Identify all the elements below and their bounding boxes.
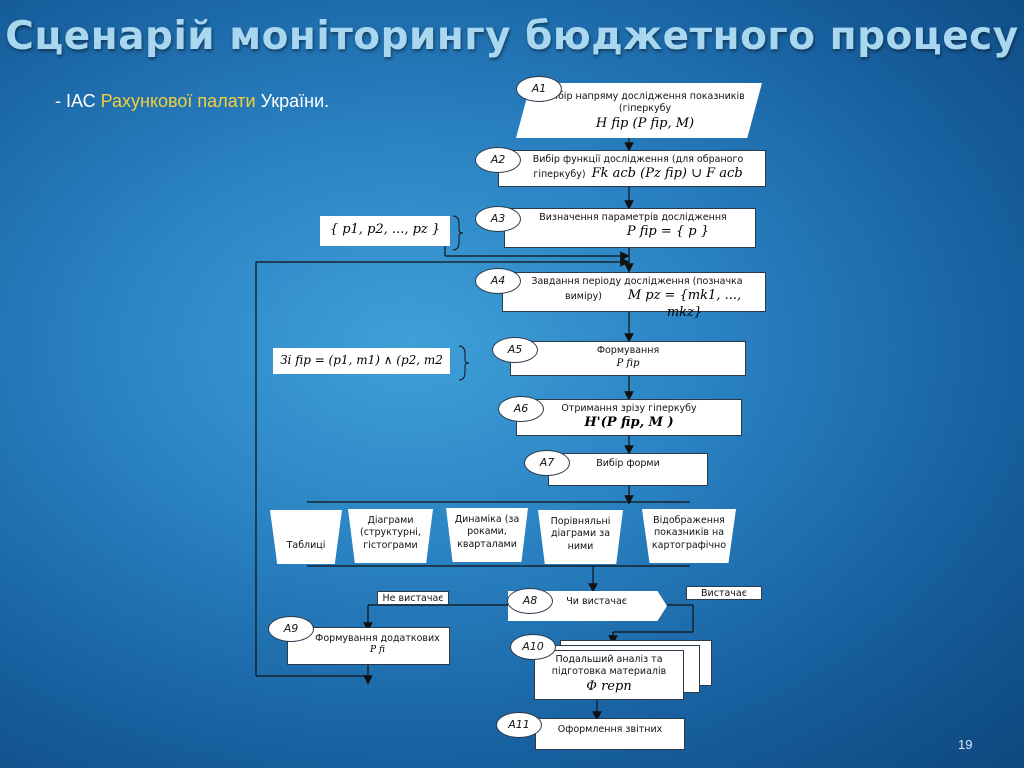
block-a2-formula: Fk acb (Pz fip) ∪ F acb	[591, 166, 743, 182]
badge-a8: А8	[507, 588, 553, 614]
block-a1-text: Вибір напряму дослідження показників (гі…	[545, 91, 745, 115]
block-a11-text: Оформлення звітних	[557, 724, 663, 735]
slide-subtitle: - ІАС Рахункової палати України.	[55, 91, 329, 112]
form-comparative-label: Порівняльні діаграми за ними	[550, 516, 611, 552]
label-enough: Вистачає	[686, 586, 762, 600]
block-a7-text: Вибір форми	[596, 458, 660, 469]
side-formula-condition-text: Зi fip = (p1, m1) ∧ (p2, m2	[280, 353, 443, 367]
block-a11: Оформлення звітних	[535, 718, 685, 750]
label-not-enough: Не вистачає	[377, 591, 449, 605]
form-mapping-label: Відображення показників на картографічно	[651, 515, 727, 551]
block-a3-text: Визначення параметрів дослідження	[539, 212, 727, 223]
form-diagrams-label: Діаграми (структурні, гістограми	[360, 515, 421, 551]
form-tables-label: Таблиці	[286, 540, 326, 551]
block-a9-formula: P fi	[370, 645, 385, 656]
subtitle-suffix: України.	[255, 91, 330, 111]
badge-a3: А3	[475, 206, 521, 232]
badge-a4: А4	[475, 268, 521, 294]
page-number: 19	[958, 737, 973, 752]
badge-a2: А2	[475, 147, 521, 173]
subtitle-highlight: Рахункової палати	[100, 91, 256, 111]
badge-a5: А5	[492, 337, 538, 363]
badge-a11: А11	[496, 712, 542, 738]
block-a7: Вибір форми	[548, 453, 708, 486]
block-a6-formula: H'(P fip, M )	[584, 415, 674, 431]
badge-a10: А10	[510, 634, 556, 660]
block-a4: Завдання періоду дослідження (позначка в…	[502, 272, 766, 320]
block-a8-text: Чи вистачає	[566, 596, 627, 607]
form-comparative: Порівняльні діаграми за ними	[538, 510, 623, 564]
side-formula-params-text: { p1, p2, ..., pz }	[329, 222, 441, 237]
side-formula-condition: Зi fip = (p1, m1) ∧ (p2, m2	[273, 348, 450, 374]
badge-a1: А1	[516, 76, 562, 102]
form-dynamics: Динаміка (за роками, кварталами	[446, 508, 528, 562]
block-a1-formula: H fip (P fip, M)	[595, 115, 695, 131]
block-a3: Визначення параметрів дослідження P fip …	[504, 208, 756, 248]
block-a4-text2: виміру)	[565, 291, 602, 303]
block-a10: Подальший аналіз та підготовка материалі…	[534, 650, 684, 700]
slide-title: Сценарій моніторингу бюджетного процесу	[5, 14, 1019, 59]
form-mapping: Відображення показників на картографічно	[642, 509, 736, 563]
block-a5: Формування P fip	[510, 341, 746, 376]
subtitle-prefix: - ІАС	[55, 91, 101, 111]
block-a5-formula: P fip	[616, 358, 640, 370]
badge-a7: А7	[524, 450, 570, 476]
block-a6: Отримання зрізу гіперкубу H'(P fip, M )	[516, 399, 742, 436]
block-a4-formula: M pz = {mk1, ..., mkz}	[627, 288, 742, 321]
badge-a9: А9	[268, 616, 314, 642]
block-a2-text: Вибір функції дослідження (для обраного	[532, 154, 744, 165]
form-diagrams: Діаграми (структурні, гістограми	[348, 509, 433, 563]
block-a2-text2: гіперкубу)	[533, 169, 586, 181]
form-tables: Таблиці	[270, 510, 342, 564]
block-a9-text: Формування додаткових	[315, 633, 440, 644]
block-a4-text: Завдання періоду дослідження (позначка	[531, 276, 743, 287]
side-formula-params: { p1, p2, ..., pz }	[320, 216, 450, 246]
block-a3-formula: P fip = { p }	[626, 224, 709, 240]
block-a9: Формування додаткових P fi	[287, 627, 450, 665]
block-a10-text: Подальший аналіз та підготовка материалі…	[551, 654, 667, 678]
form-dynamics-label: Динаміка (за роками, кварталами	[454, 514, 520, 550]
block-a2: Вибір функції дослідження (для обраного …	[498, 150, 766, 187]
block-a5-text: Формування	[596, 345, 660, 356]
block-a10-formula: Φ repn	[586, 678, 632, 694]
block-a6-text: Отримання зрізу гіперкубу	[561, 403, 697, 414]
badge-a6: А6	[498, 396, 544, 422]
